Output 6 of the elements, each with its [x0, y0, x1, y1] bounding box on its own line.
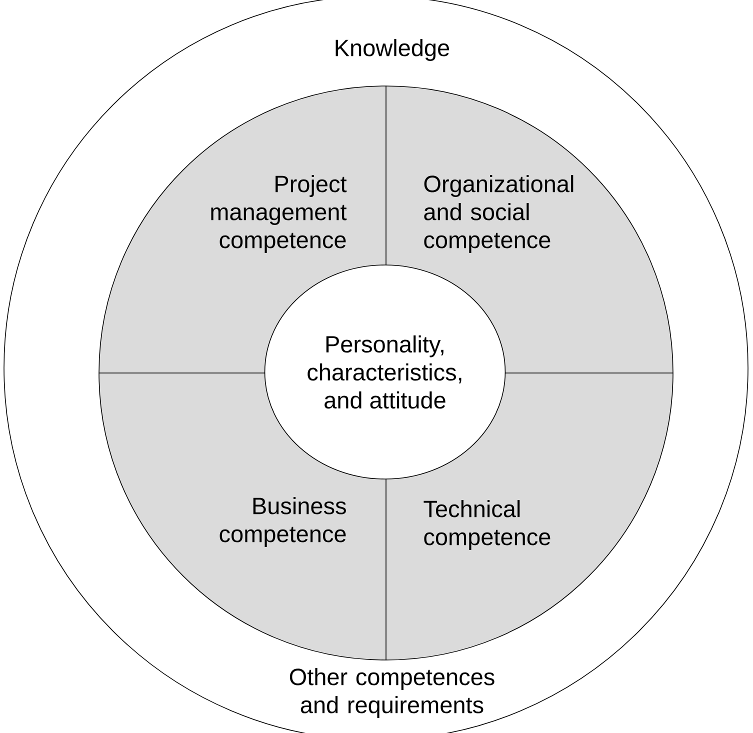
- circle-label: Knowledge: [336, 39, 450, 61]
- circle-label: Other competences and requirements: [290, 668, 494, 718]
- quadrant-label: Technical competence: [424, 500, 550, 550]
- quadrant-label: Business competence: [220, 497, 346, 547]
- quadrant-label: Project management competence: [211, 175, 347, 253]
- quadrant-label: Organizational and social competence: [424, 175, 574, 253]
